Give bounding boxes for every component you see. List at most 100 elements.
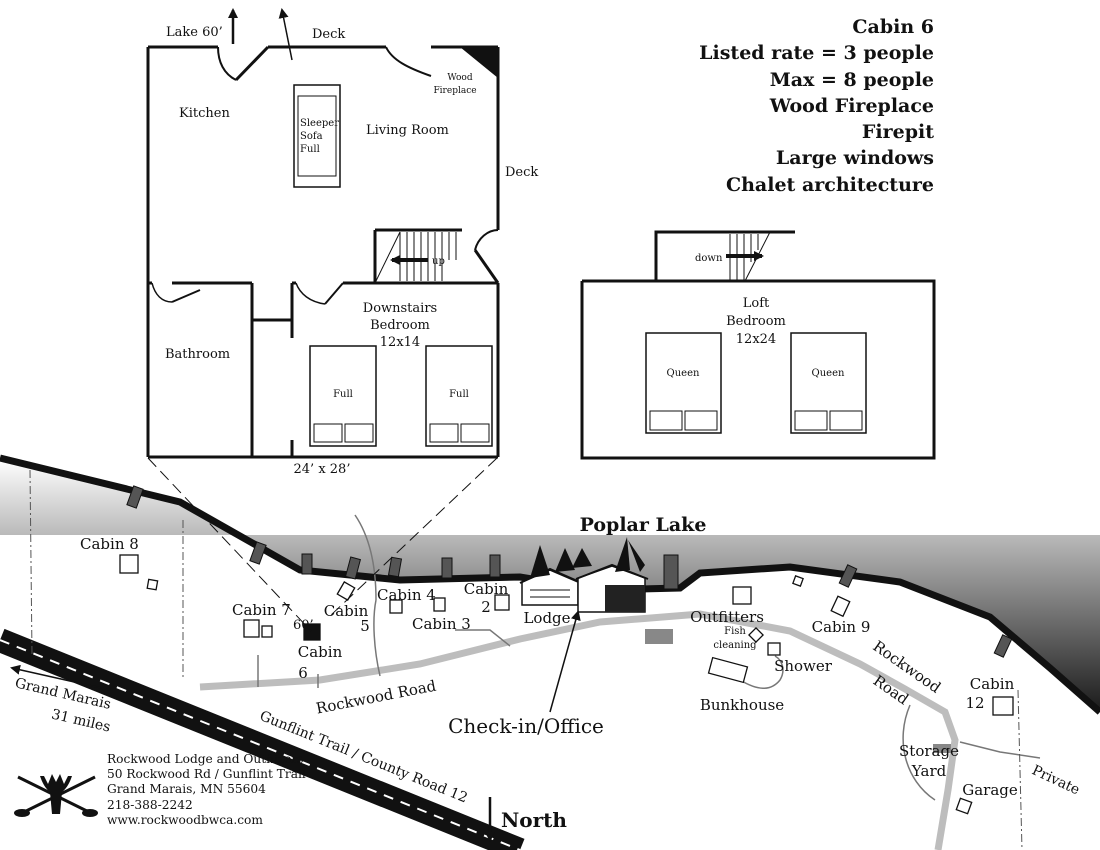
contact-block: Rockwood Lodge and Outfitters 50 Rockwoo… [107, 752, 306, 828]
cabin-info-line-rate: Listed rate = 3 people [699, 42, 934, 65]
contact-phone: 218-388-2242 [107, 797, 193, 812]
fish-cleaning-building [748, 627, 764, 643]
bunkhouse-building [707, 656, 749, 684]
cabin-4-label: Cabin 4 [377, 586, 436, 604]
connector-right [329, 457, 498, 617]
full-beds [309, 345, 493, 447]
fish-cleaning-label-1: Fish [724, 626, 746, 637]
cabin-5-label-1: Cabin [324, 602, 369, 620]
living-room-label: Living Room [366, 123, 449, 138]
lodge-label: Lodge [523, 609, 570, 627]
shower-building [767, 642, 781, 656]
contact-city: Grand Marais, MN 55604 [107, 782, 266, 797]
deck-arrow-icon [278, 8, 293, 61]
bed-2-label: Full [449, 389, 469, 400]
storage-yard-label-2: Yard [911, 762, 947, 780]
bathroom-label: Bathroom [165, 347, 230, 362]
cabin-9-building [830, 595, 851, 618]
cabin-info-line-windows: Large windows [775, 147, 934, 170]
lake-name-label: Poplar Lake [580, 514, 707, 536]
moose-paddles-logo-icon [14, 774, 98, 817]
north-label: North [501, 808, 567, 832]
sofa-label-3: Full [300, 144, 320, 155]
storage-yard-label-1: Storage [899, 742, 959, 760]
cabin-info-panel: Cabin 6 Listed rate = 3 people Max = 8 p… [699, 14, 934, 198]
cabin-5-building [336, 581, 356, 601]
loft-bedroom-label-1: Loft [743, 296, 770, 311]
queen-2-label: Queen [812, 368, 845, 379]
west-arrow-icon [10, 664, 111, 691]
deck-top-label: Deck [312, 27, 345, 42]
cabin-9-label: Cabin 9 [812, 618, 871, 636]
cabin-info-line-architecture: Chalet architecture [726, 173, 934, 196]
rockwood-road [199, 610, 959, 850]
cabin-12-label-2: 12 [965, 694, 984, 712]
queen-beds [645, 332, 867, 434]
wood-fireplace-shape [460, 47, 498, 78]
downstairs-bedroom-label-1: Downstairs [363, 301, 437, 316]
fish-cleaning-label-2: cleaning [713, 640, 757, 651]
contact-address: 50 Rockwood Rd / Gunflint Trail [107, 767, 306, 782]
stairs-up-label: up [432, 256, 445, 267]
downstairs-bedroom-label-2: Bedroom [370, 318, 430, 333]
cabin-title: Cabin 6 [852, 16, 934, 38]
queen-1-label: Queen [667, 368, 700, 379]
main-floor-plan [146, 45, 500, 459]
contact-name: Rockwood Lodge and Outfitters [107, 752, 304, 766]
downstairs-bedroom-label-3: 12x14 [380, 335, 420, 350]
stairs-down [726, 231, 771, 282]
cabin-3-label: Cabin 3 [412, 615, 471, 633]
gunflint-trail-road [0, 628, 525, 850]
fireplace-label-2: Fireplace [433, 86, 476, 96]
property-lines [29, 469, 1023, 850]
cabin-12-building [992, 696, 1014, 716]
docks [126, 485, 1013, 658]
bed-1-label: Full [333, 389, 353, 400]
cabin-info-line-fireplace: Wood Fireplace [769, 94, 934, 117]
bunkhouse-label: Bunkhouse [700, 696, 784, 714]
cabin-2-label-2: 2 [481, 598, 491, 616]
outfitters-building [732, 586, 752, 605]
loft-bedroom-label-2: Bedroom [726, 314, 786, 329]
loft-floor-plan [580, 230, 936, 460]
private-label: Private [1029, 762, 1082, 798]
cabin-info-line-max: Max = 8 people [769, 68, 934, 91]
site-buildings [119, 554, 1014, 815]
dimensions-label: 24’ x 28’ [294, 462, 351, 477]
cabin-6-label-2: 6 [298, 664, 308, 682]
cabin-7-label: Cabin 7 [232, 601, 291, 619]
cabin-7-building [243, 619, 260, 638]
cabin-6-label-1: Cabin [298, 643, 343, 661]
lodge-building [519, 537, 649, 613]
sofa-label-2: Sofa [300, 131, 323, 142]
shore-distance-label: 60’ [293, 618, 314, 633]
cabin-2-building [494, 594, 510, 611]
shower-label: Shower [774, 657, 833, 675]
sofa-label-1: Sleeper [300, 118, 339, 129]
cabin-3-building [433, 597, 446, 612]
cabin-5-label-2: 5 [360, 617, 370, 635]
cabin-4-building [389, 599, 403, 614]
cabin-12-label-1: Cabin [970, 675, 1015, 693]
contact-website[interactable]: www.rockwoodbwca.com [107, 812, 263, 827]
lake-label: Lake 60’ [166, 25, 223, 40]
garage-label: Garage [962, 781, 1018, 799]
cabin-8-label: Cabin 8 [80, 535, 139, 553]
poplar-lake [0, 454, 1100, 715]
stairs-down-label: down [695, 253, 723, 264]
checkin-label: Check-in/Office [448, 714, 604, 738]
kitchen-label: Kitchen [179, 106, 230, 121]
cabin-info-line-firepit: Firepit [861, 121, 934, 144]
deck-right-label: Deck [505, 165, 538, 180]
parking-lot [645, 629, 673, 644]
fireplace-label-1: Wood [447, 73, 472, 83]
connector-left [147, 457, 312, 632]
loft-bedroom-label-3: 12x24 [736, 332, 776, 347]
rockwood-road-label: Rockwood Road [314, 677, 438, 718]
foot-paths [257, 514, 1041, 801]
stairs-up [375, 231, 457, 282]
sleeper-sofa [293, 84, 341, 188]
outfitters-label: Outfitters [690, 608, 764, 626]
